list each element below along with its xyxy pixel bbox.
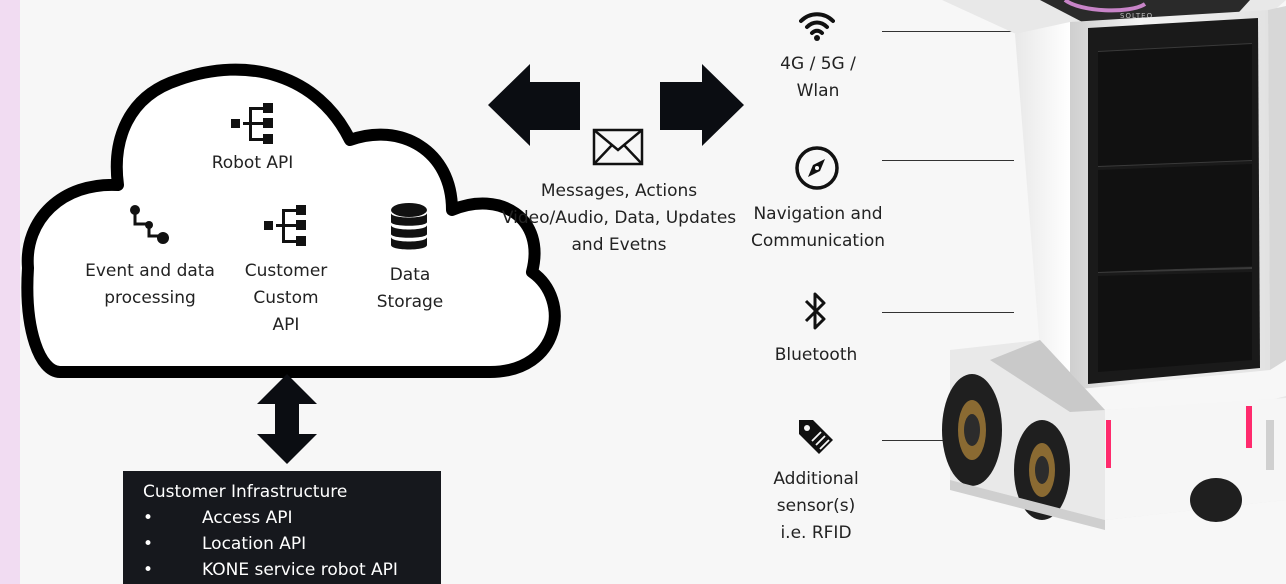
arrow-right [660, 64, 744, 146]
compass-icon [795, 146, 839, 190]
robot-api-label: Robot API [211, 153, 294, 173]
cloud-shape [21, 63, 561, 378]
connector-line [882, 312, 1014, 313]
tag-icon [799, 420, 833, 454]
envelope-icon [592, 128, 644, 166]
bluetooth-icon [804, 292, 826, 330]
network-label: 4G / 5G /Wlan [780, 54, 856, 101]
list-item: •Location API [143, 534, 307, 554]
connector-line [882, 31, 1014, 32]
api-tree-icon [231, 103, 273, 144]
api-tree-icon [264, 205, 306, 246]
bluetooth-label: Bluetooth [774, 345, 858, 365]
customer-infrastructure-box: Customer Infrastructure •Access API •Loc… [123, 471, 441, 584]
list-item: •Access API [143, 508, 293, 528]
database-icon [391, 203, 427, 250]
double-arrow-vertical [257, 374, 317, 464]
arrow-left [488, 64, 580, 146]
robot-brand: SOLTEQ [1120, 12, 1153, 20]
wifi-icon [799, 12, 835, 41]
list-item: •KONE service robot API [143, 560, 398, 580]
infrastructure-title: Customer Infrastructure [143, 482, 348, 502]
flow-icon [130, 205, 169, 244]
connector-line [882, 160, 1014, 161]
robot-illustration: SOLTEQ [942, 0, 1286, 530]
side-stripe [0, 0, 20, 584]
